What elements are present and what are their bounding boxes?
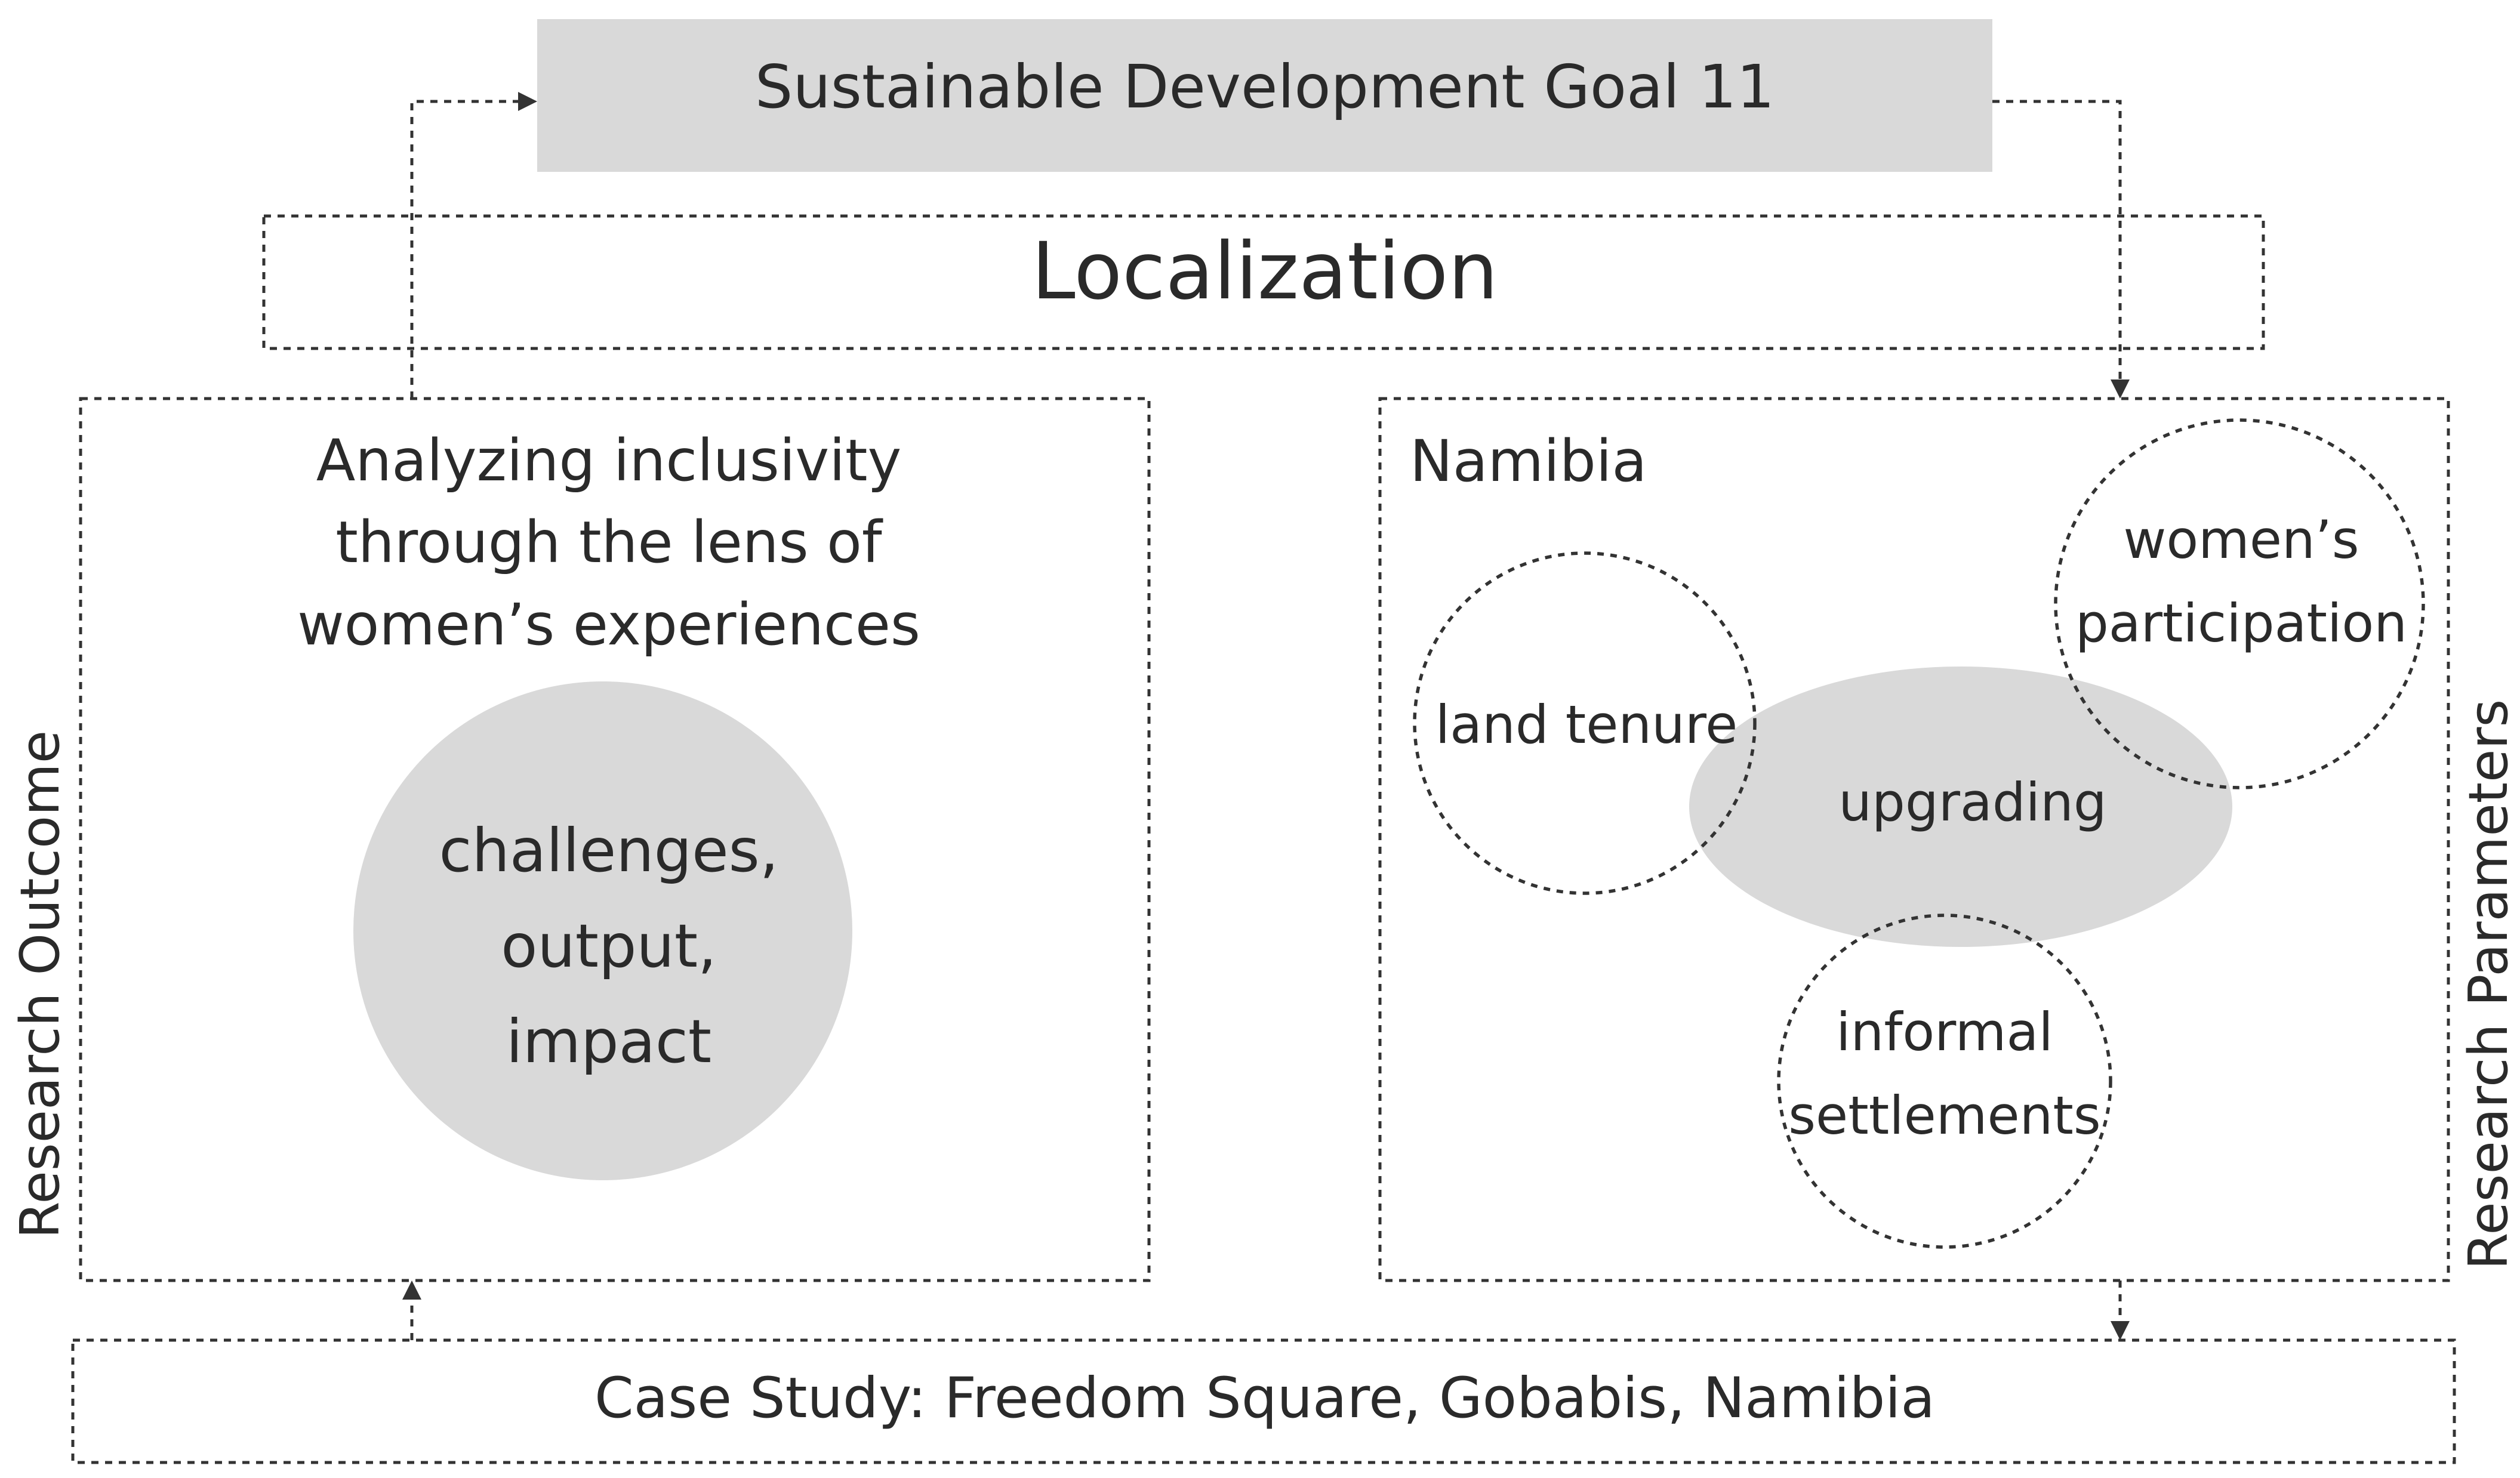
land-tenure-label: land tenure [1435,694,1738,755]
outcome-panel-box [79,397,1151,1282]
research-parameters-label: Research Parameters [2457,699,2520,1270]
arrow-parameters-to-case-study [2111,1280,2130,1340]
upgrading-label: upgrading [1838,772,2107,833]
land-tenure-circle [1413,551,1757,895]
informal-settlements-line-1: informal [1836,1001,2053,1063]
case-study-label: Case Study: Freedom Square, Gobabis, Nam… [594,1366,1935,1431]
outcome-heading-line-3: women’s experiences [297,591,920,658]
sdg-label: Sustainable Development Goal 11 [755,52,1775,122]
upgrading-ellipse [1689,667,2232,947]
arrow-sdg-to-parameters [1992,100,2130,399]
challenges-circle [353,681,852,1180]
outcome-heading-line-2: through the lens of [335,509,883,576]
womens-participation-circle [2054,418,2425,789]
informal-settlements-line-2: settlements [1788,1085,2101,1146]
outcome-heading-line-1: Analyzing inclusivity [316,427,902,494]
circle-line-impact: impact [506,1007,711,1076]
womens-participation-line-2: participation [2075,593,2407,654]
namibia-heading: Namibia [1410,428,1647,495]
circle-line-output: output, [501,911,717,981]
informal-settlements-circle [1777,914,2112,1249]
parameters-panel-box [1378,397,2450,1282]
sdg-box [537,19,1992,172]
research-outcome-label: Research Outcome [9,730,72,1239]
localization-box [262,214,2265,350]
circle-line-challenges: challenges, [439,816,779,885]
case-study-box [71,1338,2456,1464]
womens-participation-line-1: women’s [2123,509,2359,570]
arrow-case-study-to-outcome [402,1280,421,1340]
arrow-outcome-to-sdg [410,92,537,399]
localization-label: Localization [1031,226,1498,317]
